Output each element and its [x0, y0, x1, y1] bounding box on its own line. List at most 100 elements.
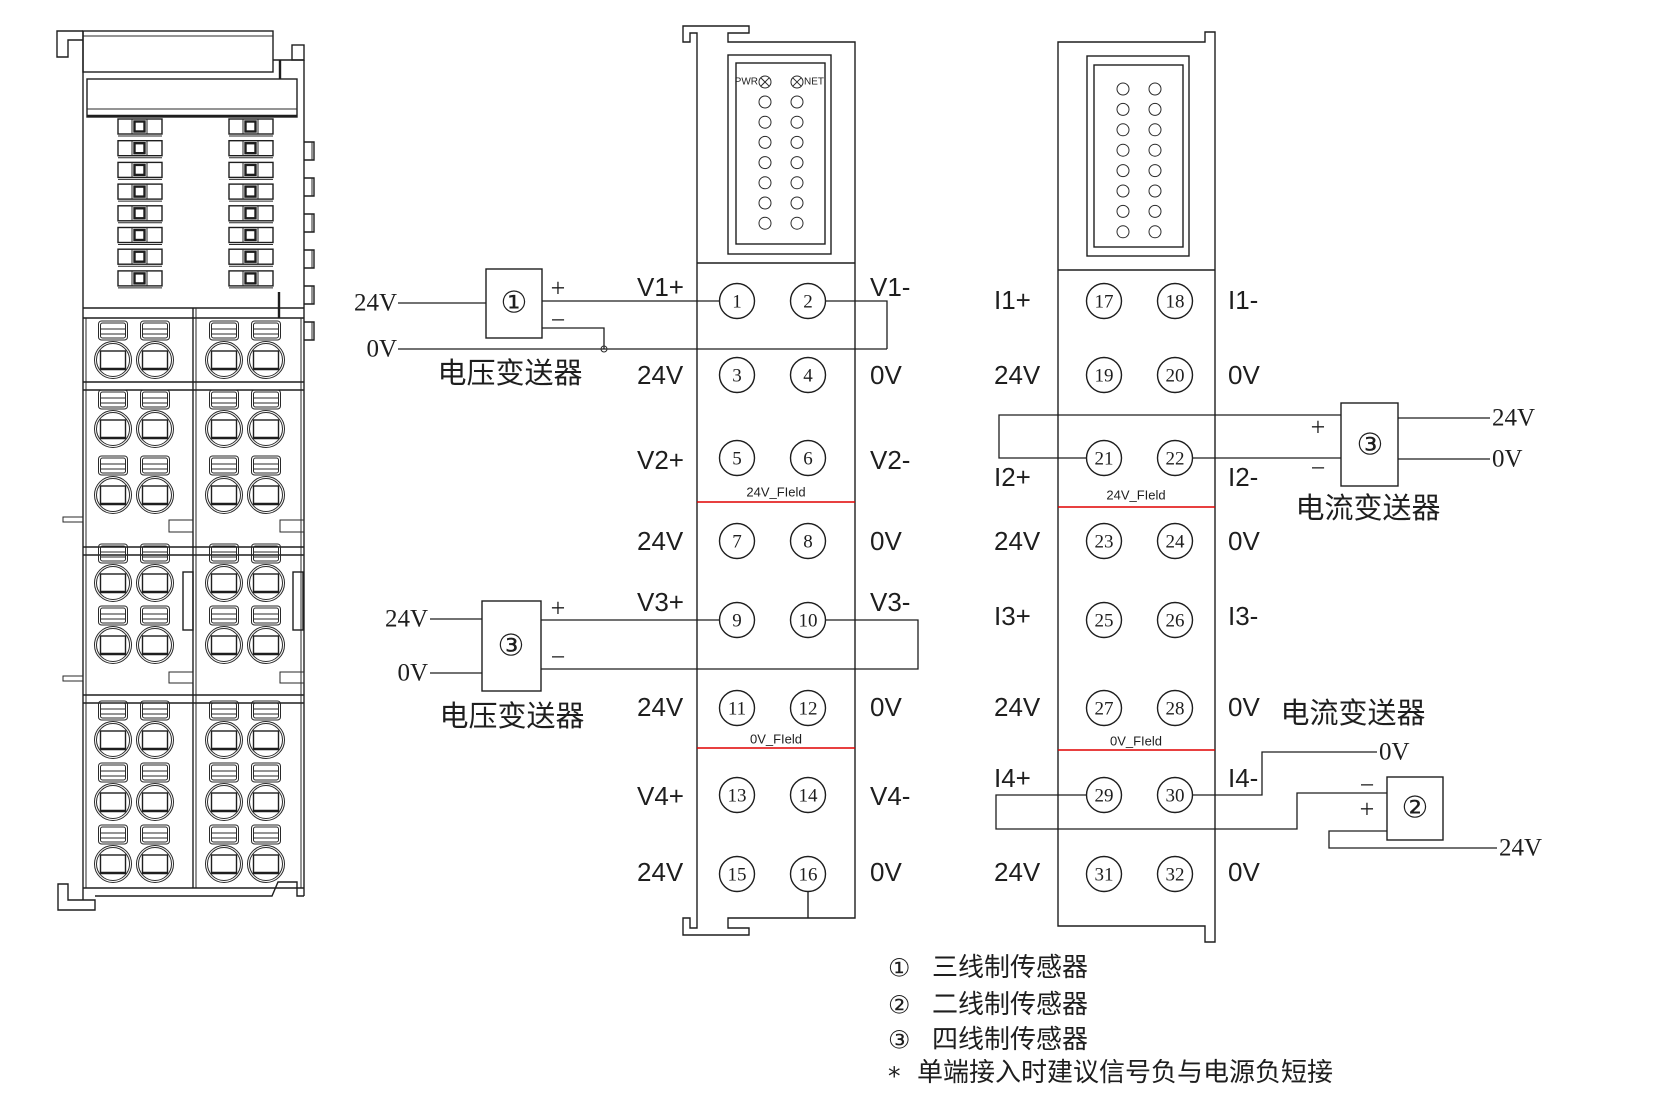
indicator-window [244, 120, 257, 133]
terminal-circle [718, 689, 756, 727]
signal-positive-label: + [551, 274, 566, 303]
indicator-strip [228, 118, 274, 289]
strip-cell [228, 205, 274, 222]
voltage-transmitter-four-wire: ③ 24V 0V + − 电压变送器 [385, 594, 919, 733]
push-button-inner [253, 764, 279, 781]
wire-entry-outer [136, 783, 174, 821]
spring-terminal [94, 762, 132, 821]
wire-entry-inner [96, 412, 130, 446]
spring-terminal [136, 455, 174, 514]
signal-positive-label: + [551, 594, 566, 623]
wire-entry-outer [136, 341, 174, 379]
signal-label-right: I1- [1228, 285, 1258, 315]
strip-cell [117, 183, 163, 200]
strip-cell [228, 226, 274, 244]
push-button-inner [142, 764, 168, 781]
legend-text: 四线制传感器 [932, 1025, 1088, 1055]
push-button [98, 605, 128, 626]
net-label: NET [804, 77, 824, 88]
wire-entry-inner [207, 785, 241, 819]
junction-dot [600, 345, 608, 353]
status-led-icon [790, 216, 804, 230]
terminal-number: 3 [732, 366, 742, 387]
terminal-circle [1156, 689, 1194, 727]
wire-entry-outer [247, 783, 285, 821]
push-button [251, 543, 281, 564]
push-button-inner [142, 322, 168, 339]
terminal-number: 25 [1095, 611, 1114, 632]
voltage-transmitter-three-wire: ① 24V 0V + − 电压变送器 [354, 268, 888, 390]
signal-label-left: I2+ [994, 462, 1031, 492]
terminal-number: 26 [1166, 611, 1185, 632]
wire-entry-inner [207, 847, 241, 881]
push-button [251, 762, 281, 783]
wire-entry-inner [138, 847, 172, 881]
push-button-inner [253, 322, 279, 339]
status-led-icon [758, 156, 772, 170]
terminal-number: 11 [728, 699, 746, 720]
terminal-circle [1085, 356, 1123, 394]
spring-terminal [94, 700, 132, 759]
signal-negative-label: − [1360, 771, 1375, 800]
wire-entry-outer [136, 564, 174, 602]
wire-entry-outer [205, 721, 243, 759]
signal-negative-label: − [551, 643, 566, 672]
wire-entry-inner [249, 412, 283, 446]
push-button [98, 455, 128, 476]
signal-label-right: V1- [870, 272, 910, 302]
spring-terminal [136, 605, 174, 664]
spring-terminal [205, 762, 243, 821]
spring-terminal [205, 543, 243, 602]
signal-label-left: V3+ [637, 587, 684, 617]
led-ring [790, 75, 804, 89]
wire-entry-inner [207, 343, 241, 377]
indicator-window [133, 207, 146, 220]
wire-entry-inner [207, 412, 241, 446]
signal-label-right: 0V [870, 360, 902, 390]
push-button-inner [142, 826, 168, 843]
spring-terminal [247, 455, 285, 514]
spring-terminal [94, 605, 132, 664]
status-led-icon [1116, 164, 1130, 178]
wire-entry-outer [94, 410, 132, 448]
push-button-inner [253, 457, 279, 474]
indicator-window [133, 272, 146, 285]
wire-entry-inner [96, 343, 130, 377]
push-button-inner [253, 545, 279, 562]
transmitter-symbol: ③ [498, 629, 525, 664]
status-led-icon [1116, 204, 1130, 218]
side-tab [304, 249, 315, 269]
pwr-label: PWR [735, 77, 758, 88]
signal-label-right: I4- [1228, 763, 1258, 793]
push-button [251, 605, 281, 626]
spring-terminal [94, 455, 132, 514]
push-button [140, 605, 170, 626]
signal-label-right: V4- [870, 781, 910, 811]
spring-terminal [205, 389, 243, 448]
push-button [140, 700, 170, 721]
terminal-circle [718, 522, 756, 560]
supply-negative-label: 0V [1379, 739, 1410, 766]
side-slot-left [182, 571, 194, 631]
signal-label-left: I3+ [994, 601, 1031, 631]
wire-entry-outer [94, 845, 132, 883]
push-button-inner [142, 545, 168, 562]
wire-entry-outer [247, 626, 285, 664]
strip-cell [228, 139, 274, 157]
terminal-number: 24 [1166, 532, 1186, 553]
push-button-inner [100, 607, 126, 624]
supply-positive-label: 24V [1499, 835, 1542, 862]
wire-entry-outer [205, 845, 243, 883]
terminal-number: 16 [799, 865, 818, 886]
push-button-inner [253, 607, 279, 624]
terminal-number: 10 [799, 611, 818, 632]
status-led-icon [1116, 143, 1130, 157]
indicator-strip [117, 118, 163, 289]
push-button [209, 605, 239, 626]
terminal-circle [1085, 855, 1123, 893]
signal-label-left: 24V [994, 857, 1041, 887]
status-led-icon [1148, 164, 1162, 178]
legend-text: 二线制传感器 [932, 990, 1088, 1020]
